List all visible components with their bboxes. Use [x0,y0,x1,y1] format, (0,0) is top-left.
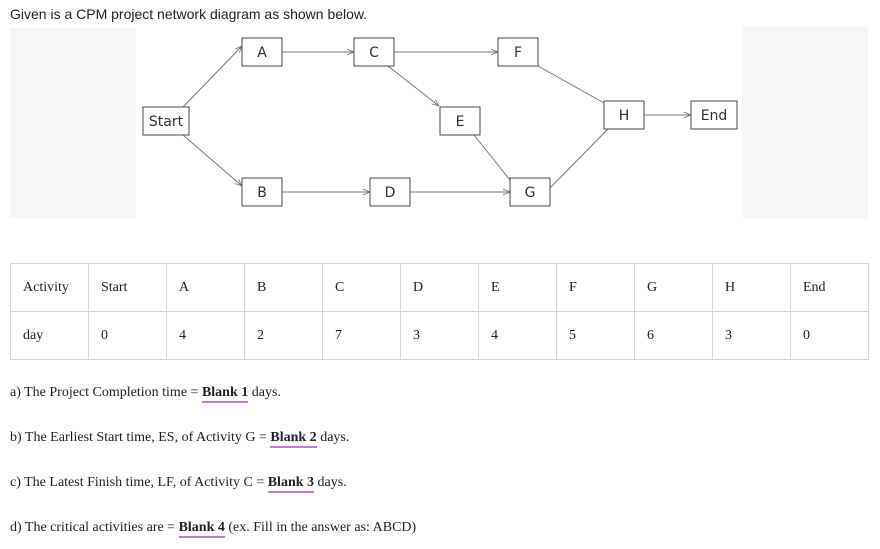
node-e: E [439,106,481,136]
edge-e-to-g [473,134,511,181]
node-label-start: Start [149,114,184,130]
node-label-end: End [701,108,728,124]
activity-cell: B [244,263,323,312]
edge-c-to-e [387,65,439,106]
activity-cell: End [790,263,869,312]
node-label-b: B [257,185,267,201]
activity-cell: F [556,263,635,312]
node-label-h: H [619,108,630,124]
day-cell: 4 [166,311,245,360]
intro-text: Given is a CPM project network diagram a… [10,6,368,22]
node-label-a: A [257,45,267,61]
day-cell: 6 [634,311,713,360]
activity-cell: C [322,263,401,312]
row-label-activity: Activity [10,263,89,312]
node-start: Start [142,106,190,136]
day-cell: 0 [88,311,167,360]
node-label-g: G [525,185,536,201]
day-cell: 3 [712,311,791,360]
node-b: B [241,177,283,207]
node-box-a [241,37,283,67]
activity-duration-table: Activity Start A B C D E F G H End day 0… [10,263,869,360]
right-shaded-panel [742,26,868,218]
node-box-f [497,37,539,67]
node-h: H [603,100,645,130]
edge-start-to-a [182,46,242,108]
day-cell: 4 [478,311,557,360]
node-label-d: D [385,185,396,201]
activity-cell: Start [88,263,167,312]
node-label-c: C [369,45,379,61]
node-box-start [142,106,190,136]
question-d: d) The critical activities are = Blank 4… [10,520,416,538]
blank-3[interactable]: Blank 3 [267,475,315,493]
row-label-day: day [10,311,89,360]
table-row-activity: Activity Start A B C D E F G H End [10,263,869,312]
node-c: C [353,37,395,67]
day-cell: 2 [244,311,323,360]
activity-cell: D [400,263,479,312]
question-a: a) The Project Completion time = Blank 1… [10,385,281,403]
blank-1[interactable]: Blank 1 [201,385,249,403]
left-shaded-panel [10,28,136,218]
node-box-end [690,100,738,130]
network-diagram: Start A B C D E F G H End [142,37,738,207]
day-cell: 0 [790,311,869,360]
activity-cell: G [634,263,713,312]
question-b: b) The Earliest Start time, ES, of Activ… [10,430,349,448]
day-cell: 3 [400,311,479,360]
edge-f-to-h [537,65,605,104]
day-cell: 5 [556,311,635,360]
node-a: A [241,37,283,67]
edge-start-to-b [182,134,242,186]
activity-cell: E [478,263,557,312]
node-f: F [497,37,539,67]
node-end: End [690,100,738,130]
edge-g-to-h [549,128,609,189]
blank-2[interactable]: Blank 2 [270,430,317,448]
node-label-f: F [514,45,522,61]
activity-cell: A [166,263,245,312]
node-box-c [353,37,395,67]
node-box-h [603,100,645,130]
node-box-b [241,177,283,207]
node-label-e: E [456,114,465,130]
node-box-d [369,177,411,207]
node-d: D [369,177,411,207]
node-box-e [439,106,481,136]
node-g: G [509,177,551,207]
day-cell: 7 [322,311,401,360]
table-row-day: day 0 4 2 7 3 4 5 6 3 0 [10,311,869,360]
blank-4[interactable]: Blank 4 [178,520,225,538]
question-c: c) The Latest Finish time, LF, of Activi… [10,475,347,493]
activity-cell: H [712,263,791,312]
node-box-g [509,177,551,207]
